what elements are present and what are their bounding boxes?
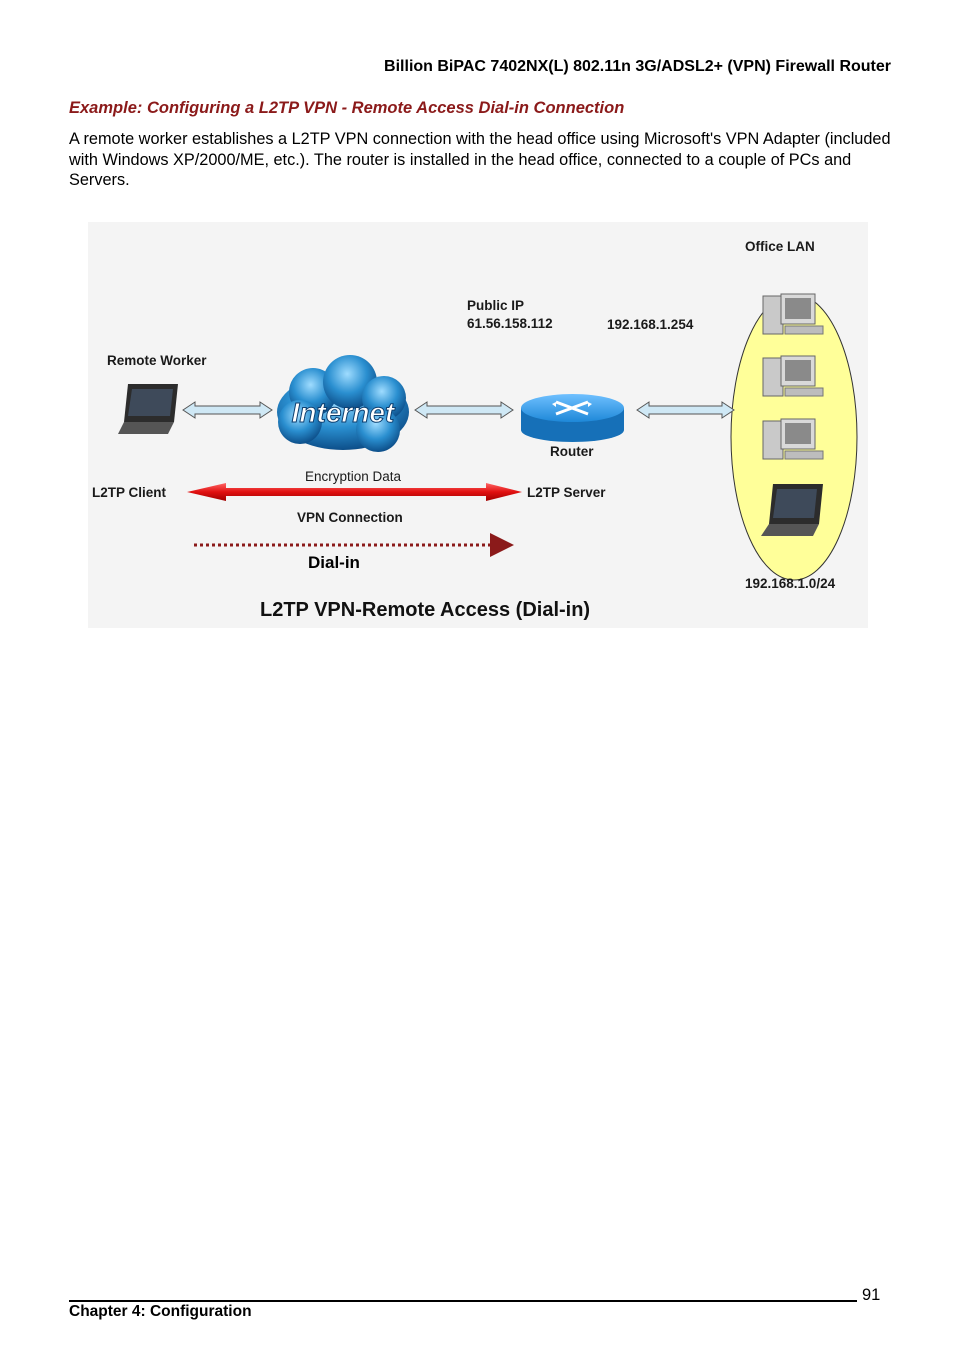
footer-chapter: Chapter 4: Configuration bbox=[69, 1303, 252, 1320]
intro-paragraph: A remote worker establishes a L2TP VPN c… bbox=[69, 130, 891, 189]
router-icon bbox=[521, 394, 624, 442]
office-laptop-icon bbox=[761, 484, 823, 536]
remote-laptop-icon bbox=[118, 384, 178, 434]
encryption-data-label: Encryption Data bbox=[305, 469, 402, 484]
link-arrow-router-lan bbox=[636, 401, 735, 419]
page-header-title: Billion BiPAC 7402NX(L) 802.11n 3G/ADSL2… bbox=[384, 58, 891, 75]
page-number: 91 bbox=[862, 1286, 881, 1304]
lan-subnet-label: 192.168.1.0/24 bbox=[745, 576, 836, 591]
office-pc-icon bbox=[762, 355, 824, 397]
internet-label: Internet bbox=[292, 397, 396, 428]
diagram-caption: L2TP VPN-Remote Access (Dial-in) bbox=[260, 599, 590, 621]
link-arrow-internet-router bbox=[414, 401, 514, 419]
public-ip-value: 61.56.158.112 bbox=[467, 316, 553, 331]
remote-worker-label: Remote Worker bbox=[107, 353, 207, 368]
footer-rule bbox=[69, 1300, 857, 1302]
office-pc-icon bbox=[762, 418, 824, 460]
internet-cloud-icon: Internet bbox=[277, 355, 409, 452]
l2tp-network-diagram: Office LAN 192.168.1.0/24 Public IP 61.5… bbox=[88, 222, 868, 628]
dial-in-label: Dial-in bbox=[308, 553, 360, 572]
office-pc-icon bbox=[762, 293, 824, 335]
l2tp-server-label: L2TP Server bbox=[527, 485, 606, 500]
public-ip-label: Public IP bbox=[467, 298, 524, 313]
vpn-connection-label: VPN Connection bbox=[297, 510, 403, 525]
l2tp-client-label: L2TP Client bbox=[92, 485, 167, 500]
router-lan-ip: 192.168.1.254 bbox=[607, 317, 694, 332]
router-label: Router bbox=[550, 444, 594, 459]
vpn-tunnel-arrow bbox=[187, 483, 522, 501]
office-lan-label: Office LAN bbox=[745, 239, 815, 254]
section-heading: Example: Configuring a L2TP VPN - Remote… bbox=[69, 99, 625, 117]
link-arrow-worker-internet bbox=[182, 401, 273, 419]
